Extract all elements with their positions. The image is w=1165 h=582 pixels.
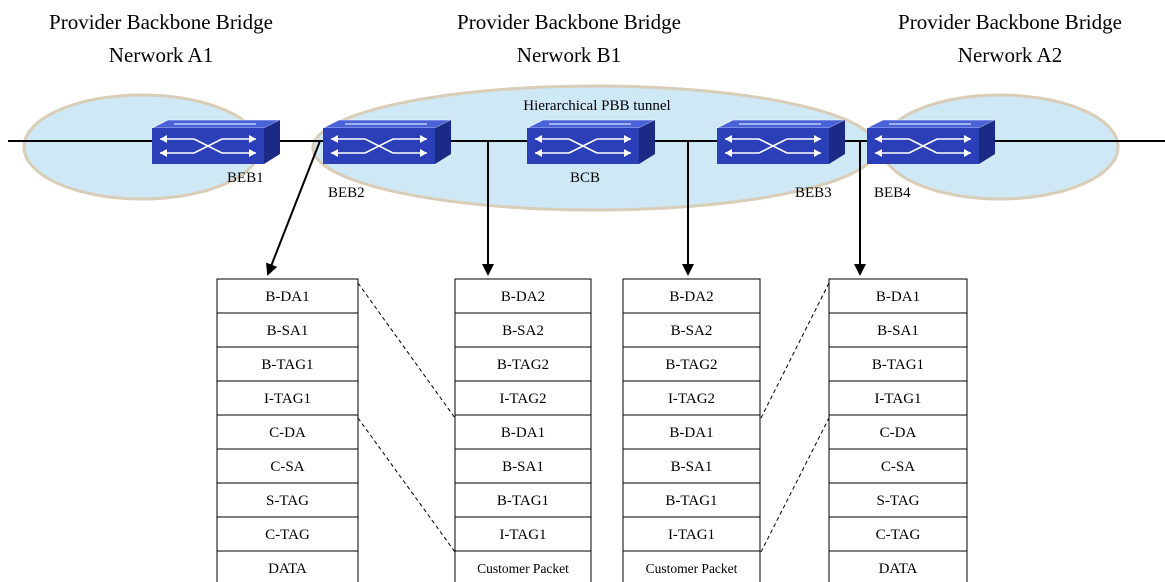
frame-1-cell: [216, 278, 359, 314]
frame-3-cell: [622, 346, 761, 382]
frame-1-cell: [216, 448, 359, 484]
frame-stack-3: B-DA2B-SA2B-TAG2I-TAG2B-DA1B-SA1B-TAG1I-…: [622, 278, 761, 582]
node-label-beb2: BEB2: [328, 185, 365, 201]
frame-1-cell: [216, 482, 359, 518]
node-label-beb1: BEB1: [227, 170, 264, 186]
frame-2-field-label: B-SA1: [502, 459, 544, 475]
frame-1-field-label: S-TAG: [266, 493, 309, 509]
node-label-beb3: BEB3: [795, 185, 832, 201]
frame-1-field-label: C-TAG: [265, 527, 310, 543]
frame-4-field-label: B-SA1: [877, 323, 919, 339]
frame-4-cell: [828, 482, 968, 518]
frame-3-field-label: I-TAG2: [668, 391, 715, 407]
frame-3-cell: [622, 380, 761, 416]
frame-3-cell: [622, 414, 761, 450]
switch-icon-beb1: [151, 119, 281, 164]
frame-2-field-label: B-DA1: [501, 425, 545, 441]
frame-1-cell: [216, 380, 359, 416]
network-a2-title-line2: Nerwork A2: [958, 43, 1062, 67]
frame-1-cell: [216, 414, 359, 450]
frame-4-field-label: S-TAG: [877, 493, 920, 509]
switches: [151, 119, 996, 164]
frame-4-cell: [828, 414, 968, 450]
frame-3-field-label: B-TAG2: [665, 357, 717, 373]
frame-2-field-label: B-TAG2: [497, 357, 549, 373]
frame-2-cell: [454, 516, 592, 552]
tunnel-label: Hierarchical PBB tunnel: [523, 98, 670, 114]
frame-stacks: B-DA1B-SA1B-TAG1I-TAG1C-DAC-SAS-TAGC-TAG…: [216, 278, 968, 582]
network-b1-title-line2: Nerwork B1: [517, 43, 621, 67]
network-a1-title-line1: Provider Backbone Bridge: [49, 10, 273, 34]
mapping-line-right-top: [760, 282, 830, 419]
frame-2-cell: [454, 346, 592, 382]
mapping-line-right-bottom: [760, 417, 830, 553]
frame-2-field-label: Customer Packet: [477, 561, 569, 576]
frame-3-cell: [622, 312, 761, 348]
frame-2-cell: [454, 448, 592, 484]
switch-icon-beb2: [322, 119, 452, 164]
mapping-line-left-top: [357, 282, 456, 419]
frame-1-field-label: B-DA1: [265, 289, 309, 305]
frame-1-field-label: C-SA: [270, 459, 304, 475]
frame-4-field-label: B-DA1: [876, 289, 920, 305]
switch-icon-beb3: [716, 119, 846, 164]
frame-stack-2: B-DA2B-SA2B-TAG2I-TAG2B-DA1B-SA1B-TAG1I-…: [454, 278, 592, 582]
frame-2-field-label: B-SA2: [502, 323, 544, 339]
network-b1-title-line1: Provider Backbone Bridge: [457, 10, 681, 34]
frame-2-field-label: B-DA2: [501, 289, 545, 305]
frame-3-field-label: B-SA2: [671, 323, 713, 339]
node-labels: BEB1 BEB2 BCB BEB3 BEB4: [227, 170, 911, 201]
mapping-line-left-bottom: [357, 417, 456, 553]
frame-4-field-label: C-DA: [880, 425, 917, 441]
switch-icon-bcb: [526, 119, 656, 164]
frame-4-field-label: C-SA: [881, 459, 915, 475]
node-label-beb4: BEB4: [874, 185, 911, 201]
node-label-bcb: BCB: [570, 170, 600, 186]
frame-3-field-label: B-DA1: [669, 425, 713, 441]
frame-2-cell: [454, 482, 592, 518]
frame-4-field-label: I-TAG1: [874, 391, 921, 407]
frame-4-cell: [828, 312, 968, 348]
frame-4-field-label: B-TAG1: [872, 357, 924, 373]
frame-3-field-label: I-TAG1: [668, 527, 715, 543]
frame-3-cell: [622, 482, 761, 518]
frame-3-field-label: B-TAG1: [665, 493, 717, 509]
network-a1-title-line2: Nerwork A1: [109, 43, 213, 67]
frame-2-cell: [454, 380, 592, 416]
frame-4-cell: [828, 550, 968, 582]
frame-1-field-label: B-TAG1: [261, 357, 313, 373]
frame-3-field-label: B-SA1: [671, 459, 713, 475]
frame-2-field-label: I-TAG1: [499, 527, 546, 543]
frame-1-cell: [216, 346, 359, 382]
arrow-frame-1: [266, 140, 321, 276]
frame-3-cell: [622, 550, 761, 582]
switch-icon-beb4: [866, 119, 996, 164]
frame-1-cell: [216, 550, 359, 582]
frame-1-field-label: C-DA: [269, 425, 306, 441]
frame-1-field-label: I-TAG1: [264, 391, 311, 407]
frame-2-field-label: I-TAG2: [499, 391, 546, 407]
frame-2-cell: [454, 312, 592, 348]
frame-1-field-label: DATA: [268, 561, 307, 577]
frame-3-field-label: Customer Packet: [646, 561, 738, 576]
network-a2-title-line1: Provider Backbone Bridge: [898, 10, 1122, 34]
frame-3-cell: [622, 448, 761, 484]
frame-4-field-label: DATA: [879, 561, 918, 577]
frame-4-field-label: C-TAG: [876, 527, 921, 543]
frame-arrows: [266, 140, 866, 276]
frame-4-cell: [828, 346, 968, 382]
frame-2-cell: [454, 550, 592, 582]
frame-2-field-label: B-TAG1: [497, 493, 549, 509]
frame-2-cell: [454, 278, 592, 314]
frame-3-field-label: B-DA2: [669, 289, 713, 305]
frame-4-cell: [828, 380, 968, 416]
frame-1-field-label: B-SA1: [267, 323, 309, 339]
network-titles: Provider Backbone Bridge Nerwork A1 Prov…: [49, 10, 1122, 67]
